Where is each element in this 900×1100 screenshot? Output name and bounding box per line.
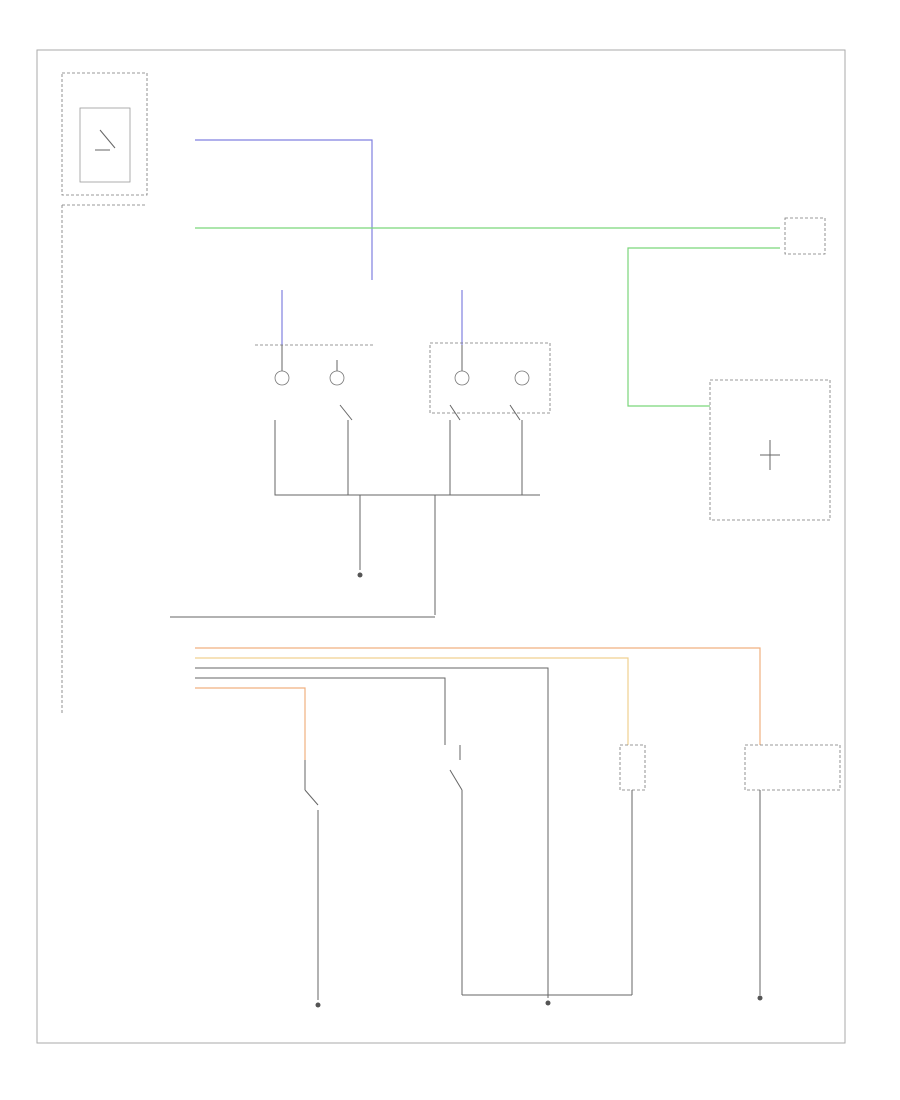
ground-g1 <box>357 572 363 578</box>
yellow-wire <box>195 657 629 745</box>
switch-driver <box>449 745 463 995</box>
bcm-outline <box>61 204 145 715</box>
lamp-ground-bus <box>274 420 540 615</box>
ground-g2 <box>545 1000 551 1006</box>
interior-lamp-left <box>255 344 375 421</box>
right-connector <box>784 217 826 255</box>
switch-front-left <box>304 760 321 1008</box>
blue-wire-top <box>195 139 373 280</box>
switch-rear <box>744 744 841 1001</box>
orange-wire-lower <box>195 687 306 760</box>
instrument-cluster <box>709 379 831 521</box>
switch-passenger <box>619 744 646 995</box>
orange-wire <box>195 647 761 745</box>
diagram-frame <box>36 49 846 1044</box>
fuse-block <box>61 72 148 196</box>
gray-wire-a <box>195 667 549 998</box>
gray-wire-b <box>195 677 446 745</box>
interior-lamp-right <box>429 342 551 421</box>
green-wire-ipc <box>627 247 780 407</box>
